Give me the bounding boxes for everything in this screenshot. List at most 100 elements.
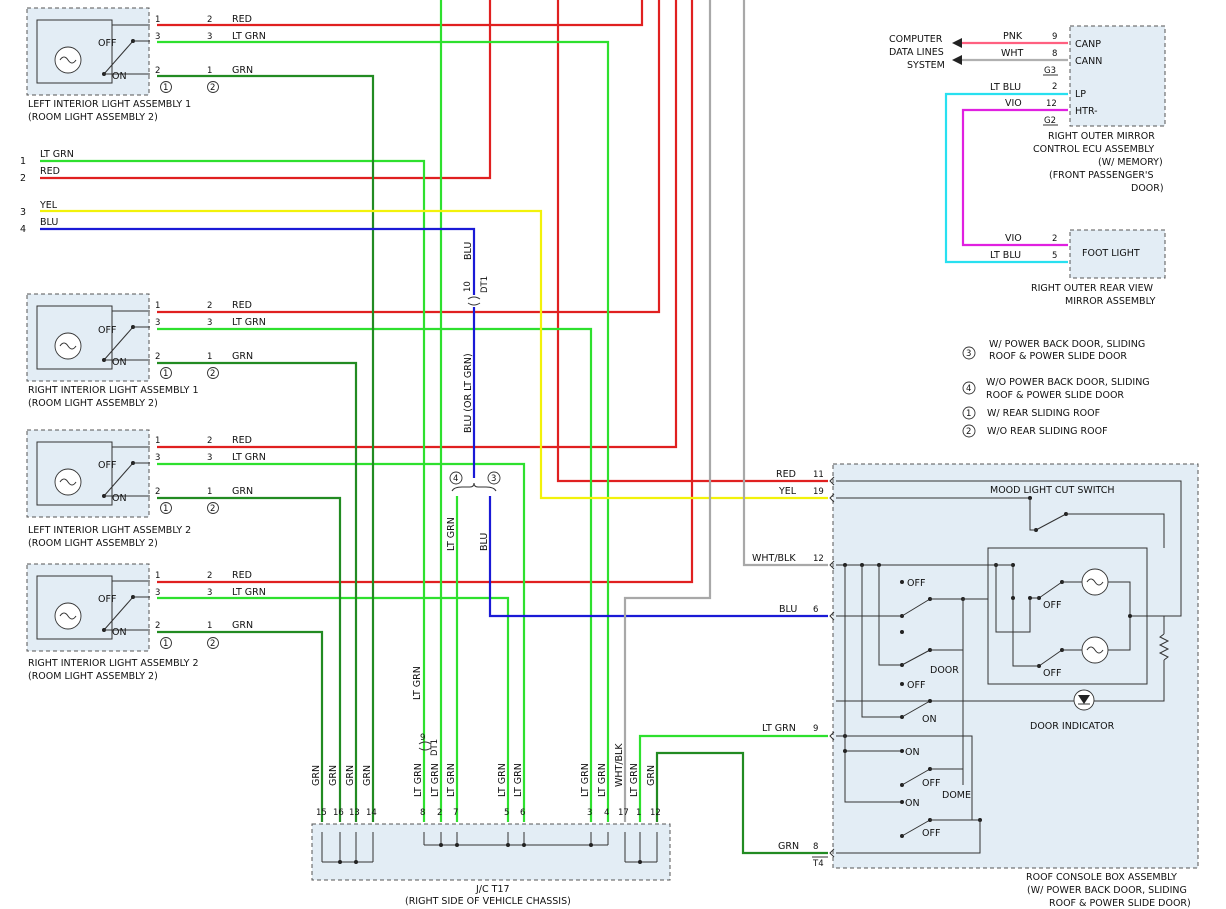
svg-text:2: 2 — [207, 301, 212, 311]
svg-text:2: 2 — [155, 487, 160, 497]
svg-text:1: 1 — [163, 369, 168, 379]
svg-text:1: 1 — [163, 639, 168, 649]
component-label: RIGHT INTERIOR LIGHT ASSEMBLY 2 — [28, 658, 199, 669]
component-sublabel: (ROOM LIGHT ASSEMBLY 2) — [28, 112, 158, 123]
wht-blk-wires — [623, 0, 828, 822]
svg-text:LT GRN: LT GRN — [232, 587, 266, 598]
svg-text:3: 3 — [207, 318, 212, 328]
svg-text:LT GRN: LT GRN — [232, 452, 266, 463]
svg-text:ROOF CONSOLE BOX ASSEMBLY: ROOF CONSOLE BOX ASSEMBLY — [1026, 872, 1177, 883]
jc-label: J/C T17 — [475, 884, 510, 895]
wire-label: LT GRN — [40, 149, 74, 160]
svg-text:DOOR: DOOR — [930, 665, 959, 676]
svg-text:3: 3 — [966, 349, 971, 359]
svg-text:2: 2 — [210, 83, 215, 93]
svg-text:LT GRN: LT GRN — [446, 763, 457, 797]
svg-text:1: 1 — [207, 66, 212, 76]
svg-text:2: 2 — [155, 352, 160, 362]
svg-text:RED: RED — [232, 435, 252, 446]
svg-text:LP: LP — [1075, 89, 1086, 100]
svg-text:9: 9 — [1052, 32, 1057, 42]
input-number: 4 — [20, 224, 26, 235]
svg-text:LT GRN: LT GRN — [513, 763, 524, 797]
svg-text:GRN: GRN — [232, 620, 253, 631]
input-number: 2 — [20, 173, 26, 184]
wire-label: RED — [40, 166, 60, 177]
arrow-left-icon — [952, 38, 962, 48]
svg-text:LT GRN: LT GRN — [629, 763, 640, 797]
component-label: RIGHT INTERIOR LIGHT ASSEMBLY 1 — [28, 385, 199, 396]
svg-text:1: 1 — [155, 436, 160, 446]
svg-text:3: 3 — [207, 588, 212, 598]
svg-text:2: 2 — [210, 504, 215, 514]
svg-text:LT GRN: LT GRN — [413, 763, 424, 797]
svg-text:BLU: BLU — [779, 604, 797, 615]
svg-text:3: 3 — [207, 453, 212, 463]
svg-text:LT GRN: LT GRN — [497, 763, 508, 797]
off-label: OFF — [98, 38, 116, 49]
svg-text:SYSTEM: SYSTEM — [907, 60, 945, 71]
svg-text:2: 2 — [207, 15, 212, 25]
svg-text:W/ POWER BACK DOOR, SLIDING: W/ POWER BACK DOOR, SLIDING — [989, 339, 1145, 350]
svg-text:LT GRN: LT GRN — [446, 517, 457, 551]
svg-text:3: 3 — [207, 32, 212, 42]
svg-text:13: 13 — [349, 808, 360, 818]
blu-wires — [40, 227, 828, 618]
svg-text:LT GRN: LT GRN — [597, 763, 608, 797]
svg-text:OFF: OFF — [1043, 600, 1061, 611]
svg-text:LT GRN: LT GRN — [412, 666, 423, 700]
svg-text:DT1: DT1 — [430, 739, 440, 756]
svg-text:LT GRN: LT GRN — [232, 31, 266, 42]
svg-text:5: 5 — [504, 808, 509, 818]
svg-text:OFF: OFF — [907, 578, 925, 589]
svg-text:ROOF & POWER SLIDE DOOR: ROOF & POWER SLIDE DOOR — [989, 351, 1127, 362]
svg-text:2: 2 — [1052, 234, 1057, 244]
component-label: LEFT INTERIOR LIGHT ASSEMBLY 1 — [28, 99, 191, 110]
light-assembly-4: OFF ON RIGHT INTERIOR LIGHT ASSEMBLY 2 (… — [26, 563, 199, 682]
roof-console-box: ROOF CONSOLE BOX ASSEMBLY (W/ POWER BACK… — [752, 463, 1199, 909]
svg-text:PNK: PNK — [1003, 31, 1023, 42]
svg-text:RED: RED — [232, 14, 252, 25]
light-assembly-3: OFF ON LEFT INTERIOR LIGHT ASSEMBLY 2 (R… — [26, 429, 191, 549]
svg-text:GRN: GRN — [232, 351, 253, 362]
svg-text:2: 2 — [155, 621, 160, 631]
svg-text:1: 1 — [155, 301, 160, 311]
off-label: OFF — [98, 325, 116, 336]
input-number: 3 — [20, 207, 26, 218]
svg-text:MOOD LIGHT CUT SWITCH: MOOD LIGHT CUT SWITCH — [990, 485, 1115, 496]
svg-text:GRN: GRN — [328, 765, 339, 786]
svg-text:OFF: OFF — [922, 778, 940, 789]
mirror-wires: LT BLU VIO VIO LT BLU 2 5 — [944, 82, 1068, 264]
svg-text:DOOR): DOOR) — [1131, 183, 1164, 194]
component-sublabel: (ROOM LIGHT ASSEMBLY 2) — [28, 671, 158, 682]
on-label: ON — [112, 627, 127, 638]
svg-text:CONTROL ECU ASSEMBLY: CONTROL ECU ASSEMBLY — [1033, 144, 1154, 155]
on-label: ON — [112, 493, 127, 504]
svg-text:9: 9 — [813, 724, 818, 734]
arrow-left-icon — [952, 55, 962, 65]
svg-text:1: 1 — [207, 487, 212, 497]
svg-text:1: 1 — [207, 621, 212, 631]
svg-text:16: 16 — [333, 808, 344, 818]
svg-text:6: 6 — [813, 605, 818, 615]
svg-text:DATA LINES: DATA LINES — [889, 47, 944, 58]
svg-text:G2: G2 — [1044, 116, 1056, 126]
resistor-icon — [1158, 633, 1170, 661]
svg-text:12: 12 — [813, 554, 824, 564]
svg-text:VIO: VIO — [1005, 233, 1022, 244]
component-label: LEFT INTERIOR LIGHT ASSEMBLY 2 — [28, 525, 191, 536]
svg-text:LT GRN: LT GRN — [232, 317, 266, 328]
on-label: ON — [112, 357, 127, 368]
svg-text:(FRONT PASSENGER'S: (FRONT PASSENGER'S — [1049, 170, 1154, 181]
svg-text:2: 2 — [1052, 82, 1057, 92]
svg-text:5: 5 — [1052, 251, 1057, 261]
svg-text:12: 12 — [650, 808, 661, 818]
svg-text:WHT/BLK: WHT/BLK — [614, 743, 625, 787]
junction-connector: 15 16 13 14 8 2 7 5 6 3 4 17 1 12 J/C T1… — [311, 808, 671, 907]
svg-text:3: 3 — [491, 474, 496, 484]
svg-text:1: 1 — [155, 15, 160, 25]
svg-text:2: 2 — [207, 571, 212, 581]
svg-text:8: 8 — [813, 842, 818, 852]
svg-text:COMPUTER: COMPUTER — [889, 34, 943, 45]
